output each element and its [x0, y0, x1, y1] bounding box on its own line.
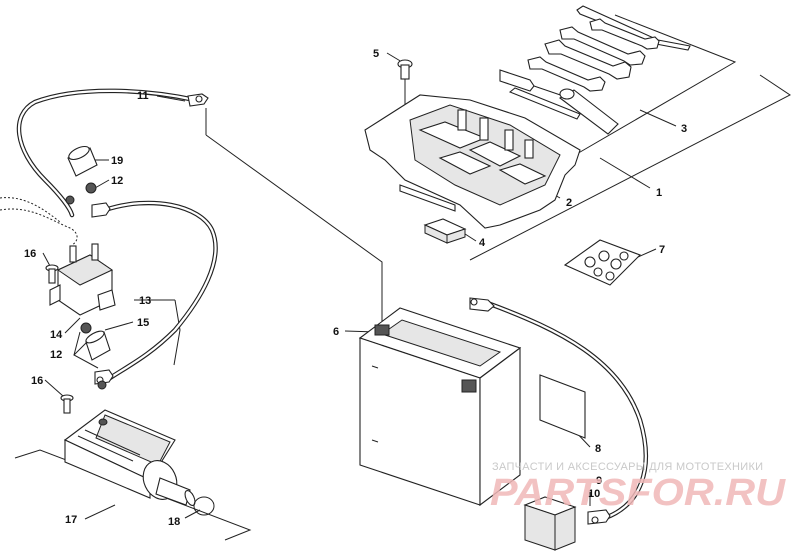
- battery-pad-part-8: [539, 374, 586, 439]
- callout-12-lower: 12: [50, 349, 62, 361]
- callout-16-lower: 16: [31, 375, 43, 387]
- callout-4: 4: [479, 237, 486, 249]
- callout-18: 18: [168, 516, 180, 528]
- o-ring-part-18: [193, 496, 215, 516]
- watermark-tagline: ЗАПЧАСТИ И АКСЕССУАРЫ ДЛЯ МОТОТЕХНИКИ: [492, 461, 763, 473]
- callout-7: 7: [659, 244, 665, 256]
- boot-part-15: [85, 330, 111, 361]
- callout-15: 15: [137, 317, 149, 329]
- watermark-brand: PARTSFOR.RU: [490, 472, 787, 514]
- callout-labels: 1 2 3 4 5 6 7 8 9 10 11 12 12 13 14 15 1…: [24, 48, 687, 528]
- watermark: ЗАПЧАСТИ И АКСЕССУАРЫ ДЛЯ МОТОТЕХНИКИ PA…: [490, 461, 787, 514]
- solenoid-part-14: [49, 243, 116, 316]
- callout-14: 14: [50, 329, 63, 341]
- cable-part-10: [469, 297, 649, 525]
- callout-10: 10: [588, 488, 600, 500]
- screw-part-16-upper: [45, 264, 59, 284]
- screw-part-16-lower: [60, 394, 74, 414]
- callout-1: 1: [656, 187, 662, 199]
- callout-6: 6: [333, 326, 339, 338]
- nut-part-12-lower: [80, 322, 107, 390]
- callout-5: 5: [373, 48, 379, 60]
- callout-3: 3: [681, 123, 687, 135]
- callout-17: 17: [65, 514, 77, 526]
- nut-part-12-upper: [65, 182, 97, 205]
- callout-13: 13: [139, 295, 151, 307]
- callout-19: 19: [111, 155, 123, 167]
- harness-outline: [0, 197, 78, 246]
- starter-motor-part-17: [63, 409, 196, 506]
- callout-9: 9: [596, 475, 602, 487]
- hardware-kit-part-7: [563, 239, 641, 286]
- callout-16-upper: 16: [24, 248, 36, 260]
- callout-2: 2: [566, 197, 572, 209]
- callout-11: 11: [137, 90, 149, 102]
- tool-kit: [499, 5, 691, 135]
- callout-8: 8: [595, 443, 601, 455]
- callout-12-upper: 12: [111, 175, 123, 187]
- battery-part-6: [358, 307, 522, 507]
- cable-part-11: [16, 88, 209, 218]
- cable-part-13: [91, 200, 218, 385]
- toolbox-tray-part-2: [364, 94, 581, 229]
- foam-pad-part-4: [423, 218, 467, 244]
- boot-part-19: [67, 145, 98, 177]
- foam-block-part-9: [523, 496, 577, 551]
